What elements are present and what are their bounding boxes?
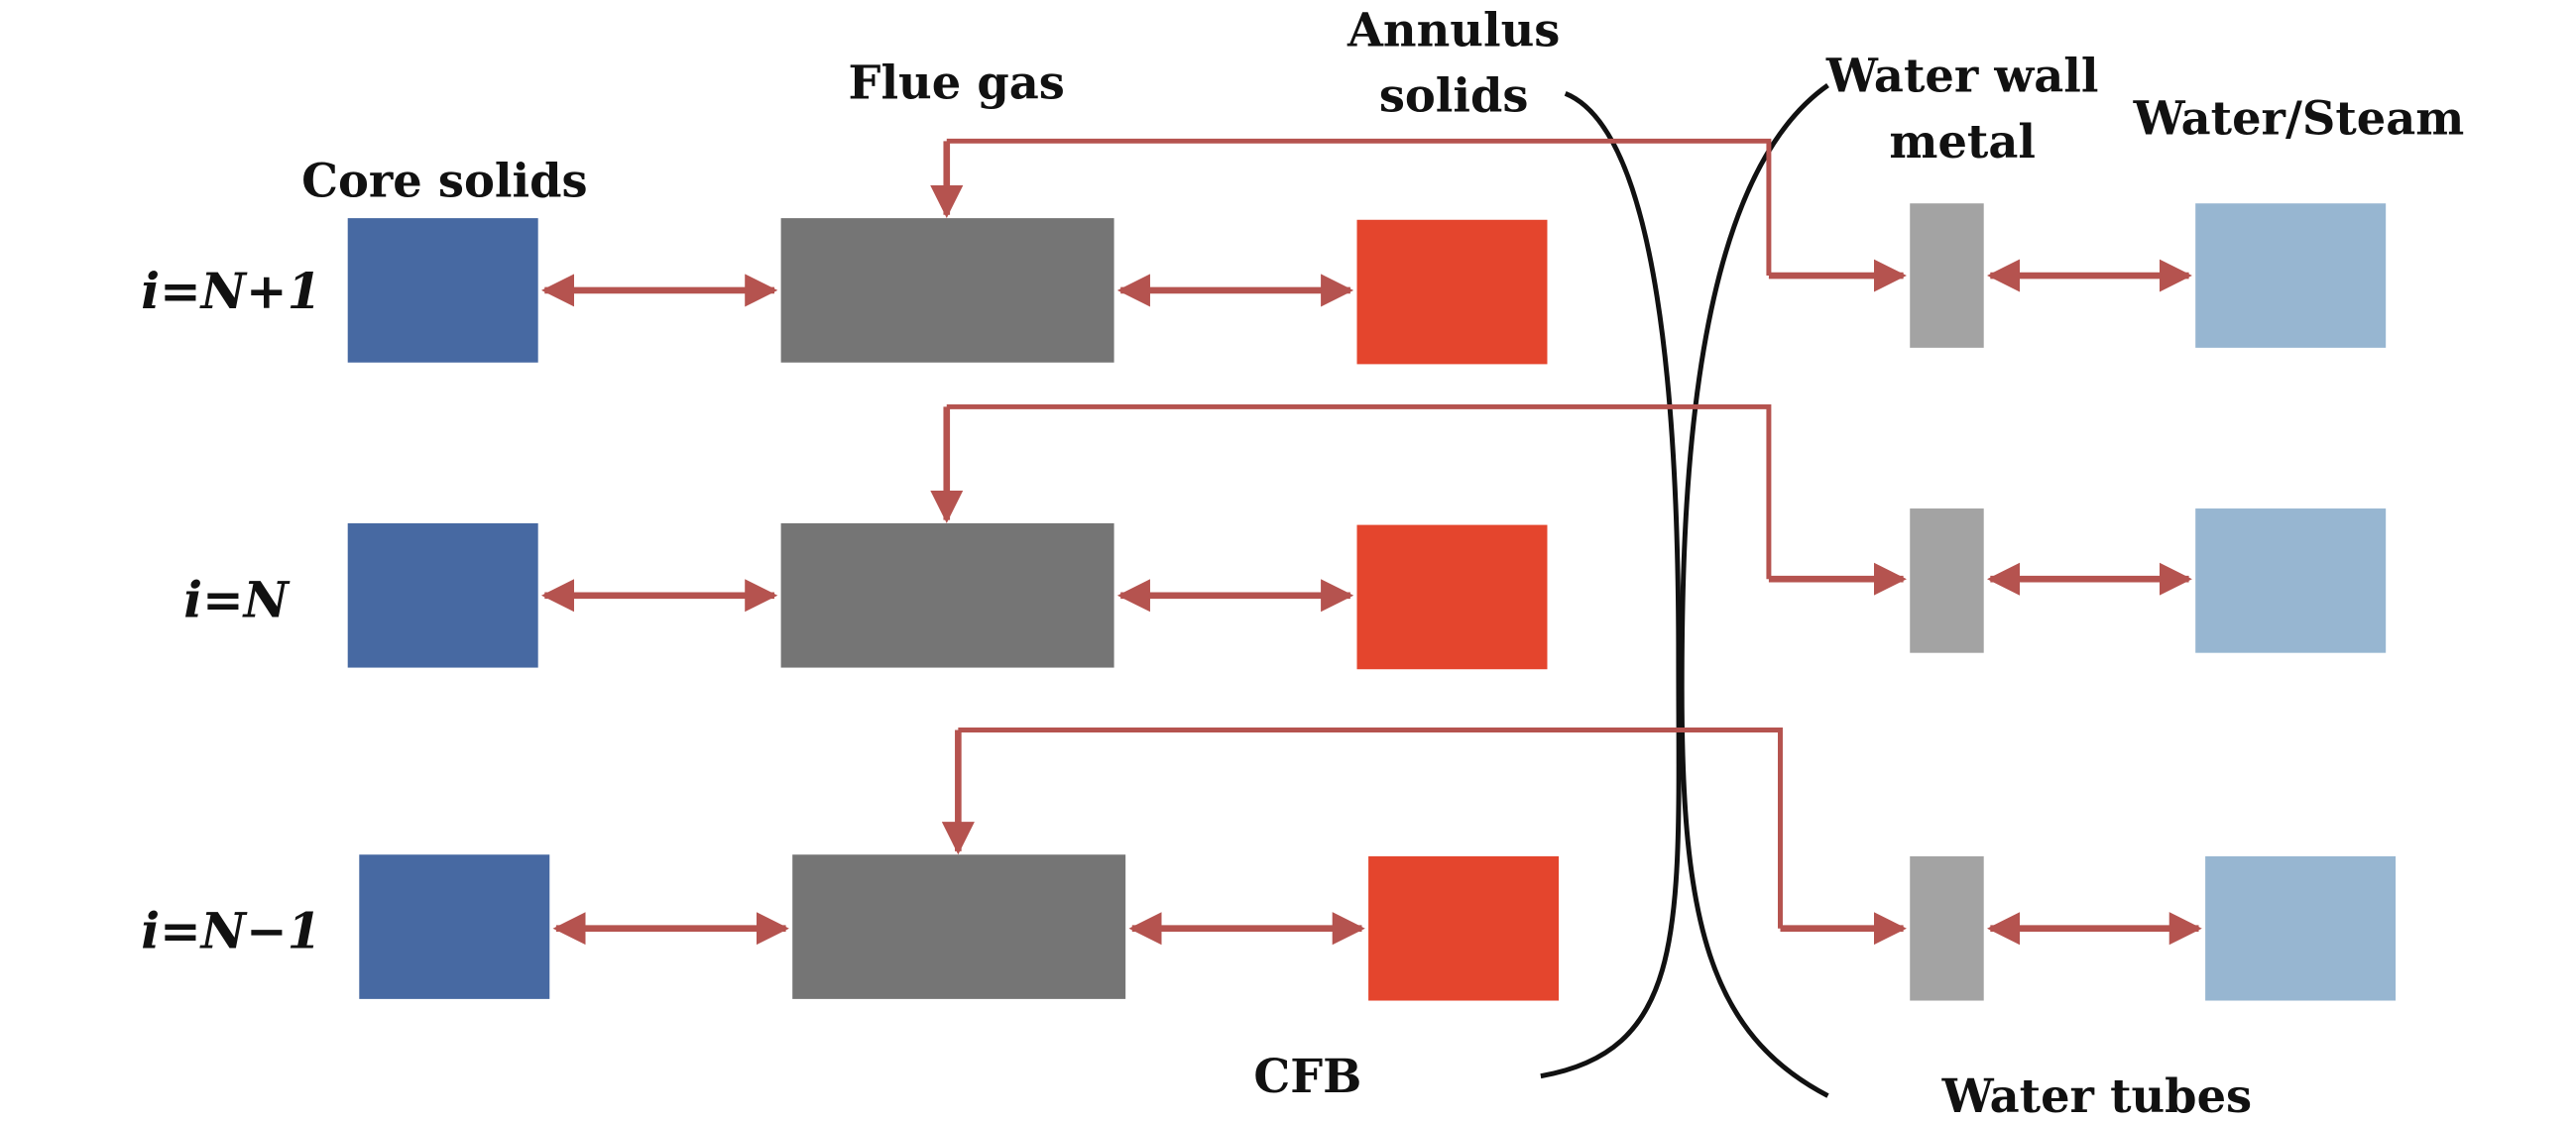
- annulus-solids-label-2: solids: [1379, 68, 1529, 123]
- water-wall-metal-block: [1910, 508, 1984, 653]
- core-solids-block: [347, 522, 538, 668]
- water-steam-label: Water/Steam: [2133, 91, 2465, 146]
- core-solids-label: Core solids: [301, 154, 587, 208]
- feedback-line: [958, 727, 1783, 929]
- water-steam-block: [2195, 508, 2387, 653]
- water-tubes-boundary-curve: [1679, 83, 1829, 1098]
- water-wall-metal-label-1: Water wall: [1825, 49, 2099, 103]
- water-wall-metal-block: [1910, 203, 1984, 348]
- cfb-label: CFB: [1253, 1049, 1361, 1103]
- flue-gas-block: [780, 218, 1114, 363]
- flue-gas-block: [780, 522, 1114, 668]
- row-label-n-minus-1: i=N−1: [141, 902, 321, 960]
- annulus-solids-label-1: Annulus: [1347, 2, 1560, 56]
- row-label-n-plus-1: i=N+1: [141, 262, 321, 320]
- water-tubes-label: Water tubes: [1941, 1068, 2252, 1122]
- feedback-line: [946, 138, 1772, 277]
- annulus-solids-block: [1368, 855, 1560, 1001]
- row-label-n: i=N: [183, 570, 290, 628]
- core-solids-block: [347, 218, 538, 363]
- water-wall-metal-block: [1910, 855, 1984, 1001]
- annulus-solids-block: [1356, 219, 1548, 365]
- core-solids-block: [359, 854, 550, 999]
- flue-gas-label: Flue gas: [849, 55, 1065, 109]
- water-steam-block: [2205, 855, 2397, 1001]
- water-steam-block: [2195, 203, 2387, 348]
- annulus-solids-block: [1356, 524, 1548, 670]
- water-wall-metal-label-2: metal: [1889, 114, 2036, 168]
- feedback-line: [946, 403, 1772, 580]
- flue-gas-block: [792, 854, 1126, 999]
- cfb-boundary-curve: [1540, 91, 1682, 1079]
